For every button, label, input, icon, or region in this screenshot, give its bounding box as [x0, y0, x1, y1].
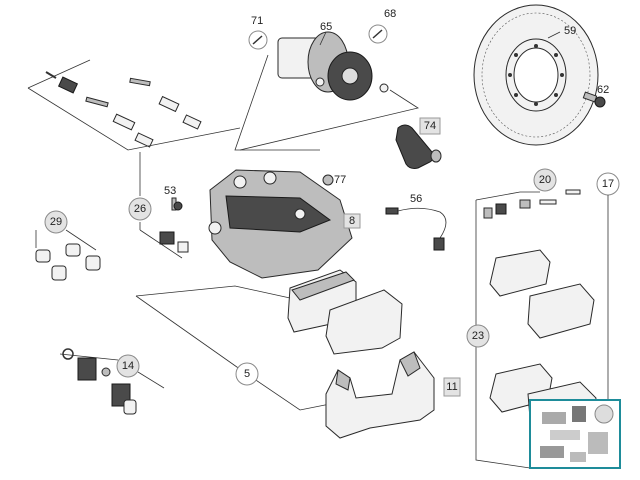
leader-65	[319, 31, 327, 46]
leader-14a	[59, 353, 119, 361]
callout-box-8	[343, 213, 361, 229]
bolt-62-part[interactable]	[582, 91, 606, 108]
leader-5-bottom	[243, 371, 331, 411]
callout-box-74	[419, 117, 441, 135]
boot-74-part[interactable]	[395, 124, 442, 169]
pin-kit-upper-part[interactable]	[45, 71, 202, 148]
callout-29[interactable]: 29	[50, 216, 62, 228]
callout-14[interactable]: 14	[122, 360, 134, 372]
leader-pin-frame	[27, 87, 241, 151]
leader-29b	[65, 229, 97, 251]
bubble-26	[128, 197, 152, 221]
seal-ring-68-icon	[368, 24, 388, 44]
callout-53[interactable]: 53	[164, 185, 176, 197]
leader-chamber-group-2	[239, 89, 420, 151]
nut-77-part[interactable]	[322, 174, 334, 186]
wear-sensor-part[interactable]	[385, 207, 447, 251]
bushing-kit-29-part[interactable]	[35, 243, 101, 281]
bushing-kit-26-part[interactable]	[159, 231, 189, 253]
leader-pin-frame-2	[27, 59, 91, 89]
callout-59[interactable]: 59	[564, 25, 576, 37]
callout-5[interactable]: 5	[244, 368, 250, 380]
leader-59	[547, 31, 561, 39]
brake-disc-part[interactable]	[473, 4, 599, 146]
bubble-5	[235, 362, 259, 386]
leader-14b	[137, 371, 165, 389]
leader-23-down	[475, 346, 531, 469]
leader-5-diag	[135, 295, 245, 373]
callout-62[interactable]: 62	[597, 84, 609, 96]
callout-23[interactable]: 23	[472, 330, 484, 342]
bubble-23	[466, 324, 490, 348]
callout-26[interactable]: 26	[134, 203, 146, 215]
brake-pads-part[interactable]	[287, 269, 403, 355]
callout-77[interactable]: 77	[334, 174, 346, 186]
bolt-53-part[interactable]	[171, 197, 183, 211]
callout-74[interactable]: 74	[424, 120, 436, 132]
leader-23-top	[475, 191, 540, 201]
callout-11[interactable]: 11	[446, 381, 457, 393]
callout-56[interactable]: 56	[410, 193, 422, 205]
boot-kit-14-part[interactable]	[62, 348, 137, 415]
callout-8[interactable]: 8	[349, 215, 355, 227]
callout-20[interactable]: 20	[539, 174, 551, 186]
seal-ring-71-icon	[248, 30, 268, 50]
bubble-14	[116, 354, 140, 378]
bubble-29	[44, 210, 68, 234]
callout-17[interactable]: 17	[602, 178, 614, 190]
callout-box-11	[443, 377, 461, 397]
brake-chamber-part[interactable]	[277, 31, 389, 101]
carrier-part[interactable]	[325, 351, 435, 439]
callout-65[interactable]: 65	[320, 21, 332, 33]
callout-71[interactable]: 71	[251, 15, 263, 27]
leader-chamber-group	[234, 54, 320, 151]
overview-thumbnail[interactable]	[529, 399, 621, 469]
caliper-part[interactable]	[208, 169, 353, 279]
callout-68[interactable]: 68	[384, 8, 396, 20]
leader-5-top	[135, 285, 291, 299]
repair-kit-upper-part[interactable]	[483, 189, 595, 339]
bubble-20	[533, 168, 557, 192]
